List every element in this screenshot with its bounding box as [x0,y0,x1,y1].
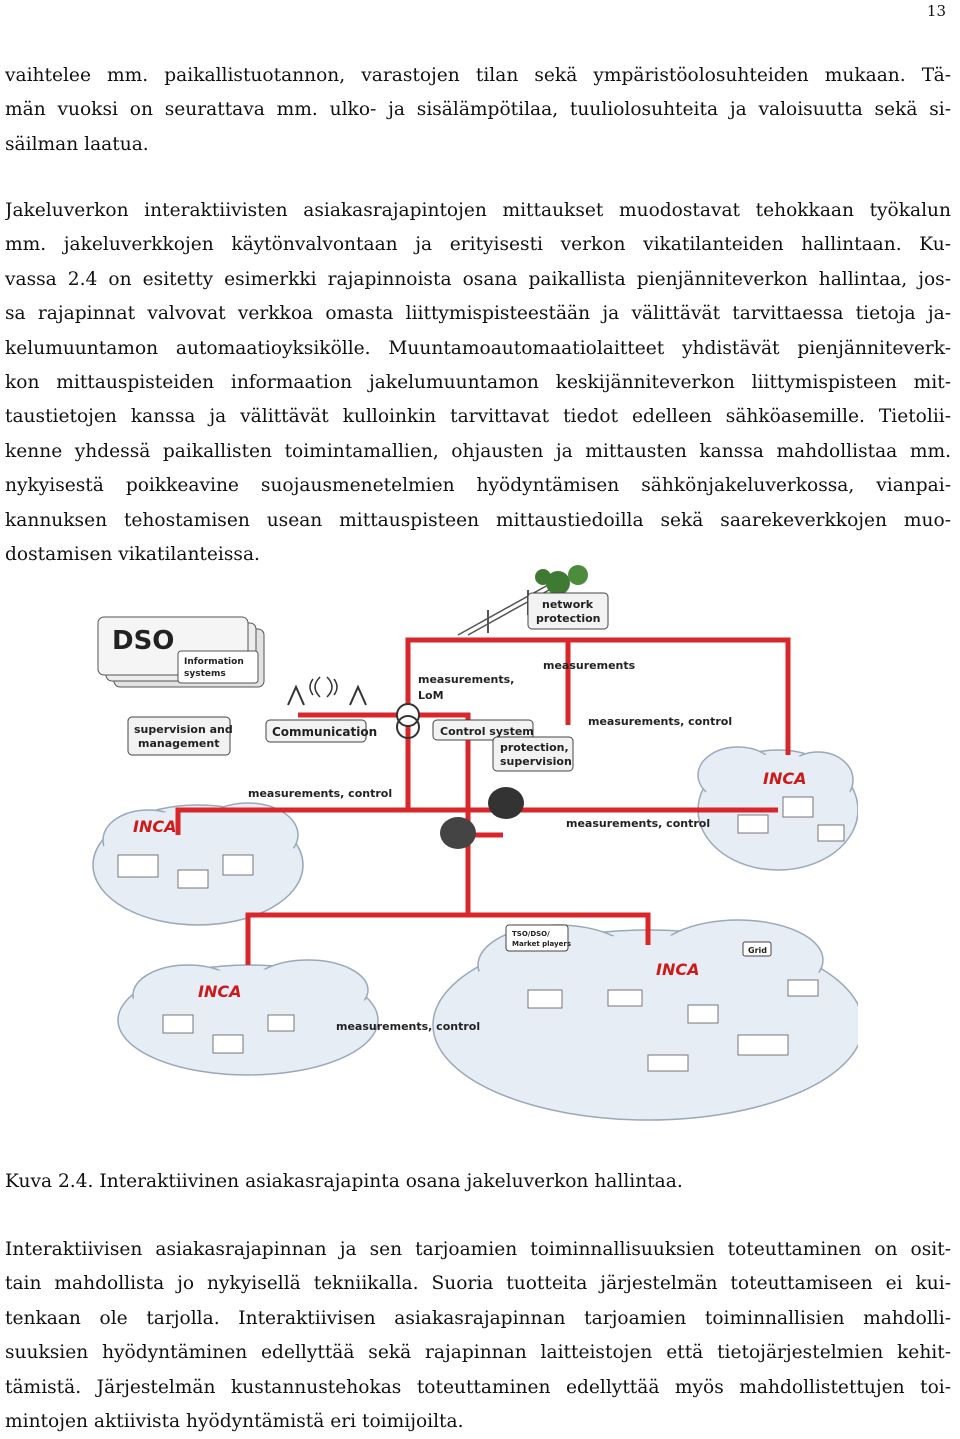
information-label: Information [184,657,244,667]
market-label: Market players [512,940,571,948]
meter-icon [440,787,524,849]
measurements-lom-label-1: measurements, [418,673,514,686]
text-line: taustietojen kanssa ja välittävät kulloi… [5,406,951,428]
supervision-box: supervision and management [127,716,233,756]
network-label: network [542,598,594,611]
text-line: män vuoksi on seurattava mm. ulko- ja si… [5,99,951,121]
text-line: sa rajapinnat valvovat verkkoa omasta li… [5,303,951,325]
text-line: dostamisen vikatilanteissa. [5,543,260,565]
figure-interactive-customer-interface: DSO Information systems supervision and … [88,565,858,1155]
grid-label: Grid [748,946,767,955]
text-line: mintojen aktiivista hyödyntämistä eri to… [5,1410,464,1432]
figure-caption: Kuva 2.4. Interaktiivinen asiakasrajapin… [5,1171,683,1192]
figure-label: Kuva 2.4. Interaktiivinen asiakasrajapin… [5,1171,683,1192]
text-line: tämistä. Järjestelmän kustannustehokas t… [5,1376,951,1398]
communication-box: Communication [265,676,377,743]
protection-label: protection [536,612,601,625]
network-lines [175,637,791,965]
communication-label: Communication [272,725,377,739]
measurements-lom-box: measurements, LoM [418,673,514,702]
text-line: Jakeluverkon interaktiivisten asiakasraj… [5,200,951,221]
cloud-bottom-left [117,959,379,1076]
page-number: 13 [926,2,946,20]
text-line: tain mahdollista jo nykyisellä tekniikal… [5,1273,951,1295]
management-label: management [138,737,220,750]
paragraph-1: vaihtelee mm. paikallistuotannon, varast… [5,59,951,162]
measurements-control-left-label: measurements, control [248,787,392,800]
inca-label: INCA [198,982,241,1001]
text-line: säilman laatua. [5,133,149,155]
text-line: vaihtelee mm. paikallistuotannon, varast… [5,65,951,86]
inca-label: INCA [656,960,699,979]
measurements-control-mid-label: measurements, control [566,817,710,830]
cloud-bottom-right [432,919,858,1121]
network-protection-box: network protection [527,592,609,630]
device-illustrations [117,796,845,1072]
text-line: mm. jakeluverkkojen käytönvalvontaan ja … [5,234,951,256]
systems-label: systems [184,669,226,679]
signal-icon [309,676,338,698]
measurements-lom-label-2: LoM [418,689,444,702]
paragraph-2: Jakeluverkon interaktiivisten asiakasraj… [5,194,951,572]
antenna-icon [287,684,367,706]
dso-label: DSO [112,626,174,656]
cloud-left [92,802,304,926]
transformer-icon [396,703,420,739]
tso-box: TSO/DSO/ Market players [505,924,571,952]
inca-label: INCA [133,817,176,836]
paragraph-3: Interaktiivisen asiakasrajapinnan ja sen… [5,1233,951,1439]
measurements-control-right-label: measurements, control [588,715,732,728]
control-system-box: Control system protection, supervision [432,719,574,772]
text-line: kannuksen tehostamisen usean mittauspist… [5,509,951,531]
inca-label: INCA [763,769,806,788]
text-line: nykyisestä poikkeavine suojausmenetelmie… [5,475,951,497]
text-line: suuksien hyödyntäminen edellyttää sekä r… [5,1342,951,1364]
protection-label-2: protection, [500,741,569,754]
supervision-label: supervision and [134,723,233,736]
text-line: kon mittauspisteiden informaation jakelu… [5,371,951,393]
tso-label: TSO/DSO/ [512,930,550,938]
text-line: tenkaan ole tarjolla. Interaktiivisen as… [5,1307,951,1329]
text-line: vassa 2.4 on esitetty esimerkki rajapinn… [5,268,951,290]
supervision-label-2: supervision [500,755,572,768]
control-system-label: Control system [440,725,534,738]
grid-box: Grid [742,941,772,957]
dso-box: DSO Information systems [97,616,265,688]
text-line: kelumuuntamon automaatioyksikölle. Muunt… [5,337,951,359]
text-line: kenne yhdessä paikallisten toimintamalli… [5,440,951,462]
measurements-top-label: measurements [543,659,636,672]
text-line: Interaktiivisen asiakasrajapinnan ja sen… [5,1239,951,1260]
measurements-control-bottom-label: measurements, control [336,1020,480,1033]
